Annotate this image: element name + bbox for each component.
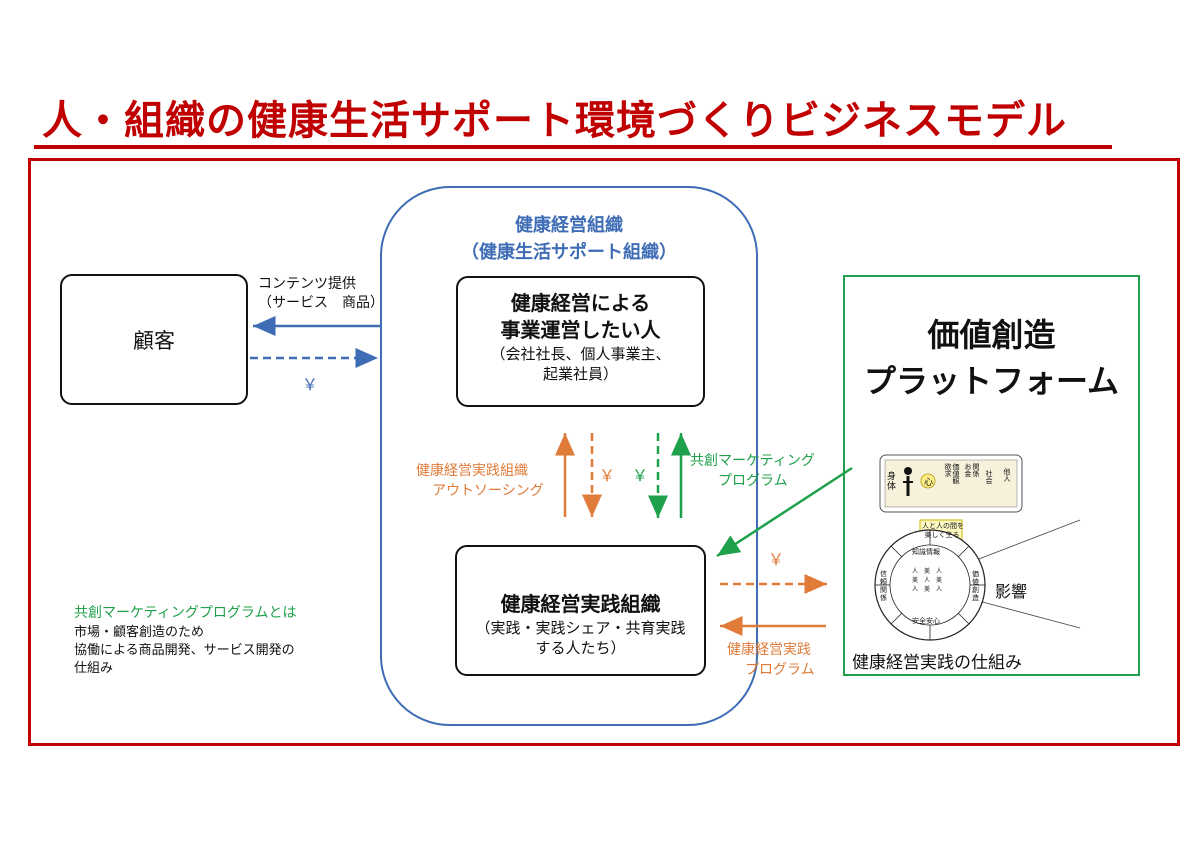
value-platform-panel: [843, 275, 1140, 676]
practice-yen: ￥: [768, 550, 785, 569]
circle-top-label: 知識情報: [912, 548, 940, 556]
circle-inner-grid: 人美人 美人美 人美人: [900, 567, 960, 594]
definition-title: 共創マーケティングプログラムとは: [74, 605, 297, 621]
platform-to-practice-arrow: [716, 466, 853, 558]
definition-line1: 市場・顧客創造のため: [74, 625, 205, 640]
cocreation-yen: ￥: [632, 466, 649, 485]
heart-circle: [920, 473, 936, 489]
title-underline: [34, 145, 1112, 149]
circle-inner-char-5: 人: [936, 586, 949, 593]
circle-inner-char-1: 人: [911, 568, 924, 575]
circle-right-label: 価値創造: [972, 570, 979, 602]
callout-text: 人と人の間を 楽しく生る: [922, 522, 964, 539]
circle-inner-char-2: 人: [936, 568, 949, 575]
content-label-line2: （サービス 商品）: [258, 295, 384, 311]
health-org-title-line2: （健康生活サポート組織）: [461, 242, 677, 263]
outsourcing-label-line2: アウトソーシング: [432, 483, 544, 499]
influence-label: 影響: [995, 582, 1028, 601]
practice-program-label-line2: プログラム: [745, 662, 815, 678]
practice-org-sub-line1: （実践・実践シェア・共育実践: [475, 619, 686, 637]
practice-org-sub-line2: する人たち）: [535, 639, 626, 657]
definition-line2: 協働による商品開発、サービス開発の: [74, 643, 295, 658]
entrepreneur-title-line1: 健康経営による: [510, 291, 651, 315]
value-platform-title-line2: プラットフォーム: [863, 362, 1120, 400]
value-other-text: 他人: [1003, 468, 1011, 482]
circle-inner-char-3: 人: [923, 577, 936, 584]
value-platform-title-line1: 価値創造: [927, 316, 1056, 354]
circle-inner-alt-3: 美: [936, 577, 949, 584]
value-society-text: 社会: [985, 470, 993, 484]
customer-yen: ￥: [302, 375, 319, 394]
value-body-text: 身体: [887, 472, 897, 492]
definition-line3: 仕組み: [74, 661, 114, 676]
practice-org-title: 健康経営実践組織: [500, 592, 661, 616]
circle-inner-char-4: 人: [911, 586, 924, 593]
content-label-line1: コンテンツ提供: [258, 276, 356, 292]
outer-frame: [28, 158, 1180, 746]
practice-program-label-line1: 健康経営実践: [727, 642, 811, 658]
customer-box: 顧客: [60, 274, 248, 405]
entrepreneur-sub-line2: 起業社員）: [542, 365, 618, 383]
platform-caption: 健康経営実践の仕組み: [852, 653, 1022, 673]
practice-org-box: 健康経営実践組織 （実践・実践シェア・共育実践 する人たち）: [455, 545, 706, 676]
circle-inner-alt-1: 美: [923, 568, 936, 575]
cocreation-label-line2: プログラム: [718, 473, 788, 489]
value-heart-text: 心: [924, 478, 934, 488]
entrepreneur-sub-line1: （会社社長、個人事業主、: [490, 345, 671, 363]
outsourcing-yen: ￥: [599, 466, 616, 485]
value-platform-title: 価値創造 プラットフォーム: [843, 312, 1140, 404]
entrepreneur-title-line2: 事業運営したい人: [500, 318, 661, 342]
person-icon: [904, 467, 912, 475]
circle-bottom-label: 安全安心: [912, 617, 940, 625]
health-org-title-line1: 健康経営組織: [515, 215, 623, 236]
entrepreneur-box: 健康経営による 事業運営したい人 （会社社長、個人事業主、 起業社員）: [456, 276, 705, 407]
circle-inner-alt-2: 美: [911, 577, 924, 584]
health-org-title: 健康経営組織 （健康生活サポート組織）: [380, 212, 758, 266]
circle-inner-alt-4: 美: [923, 586, 936, 593]
circle-left-label: 信頼関係: [880, 570, 887, 602]
health-org-panel: [380, 186, 758, 726]
cocreation-label-line1: 共創マーケティング: [690, 453, 815, 469]
page-title: 人・組織の健康生活サポート環境づくりビジネスモデル: [42, 98, 1067, 144]
outsourcing-label-line1: 健康経営実践組織: [416, 463, 528, 479]
customer-label: 顧客: [133, 328, 175, 353]
value-relation-text: 関係 お金: [964, 463, 980, 477]
value-values-text: 価値観 欲求: [944, 463, 960, 484]
